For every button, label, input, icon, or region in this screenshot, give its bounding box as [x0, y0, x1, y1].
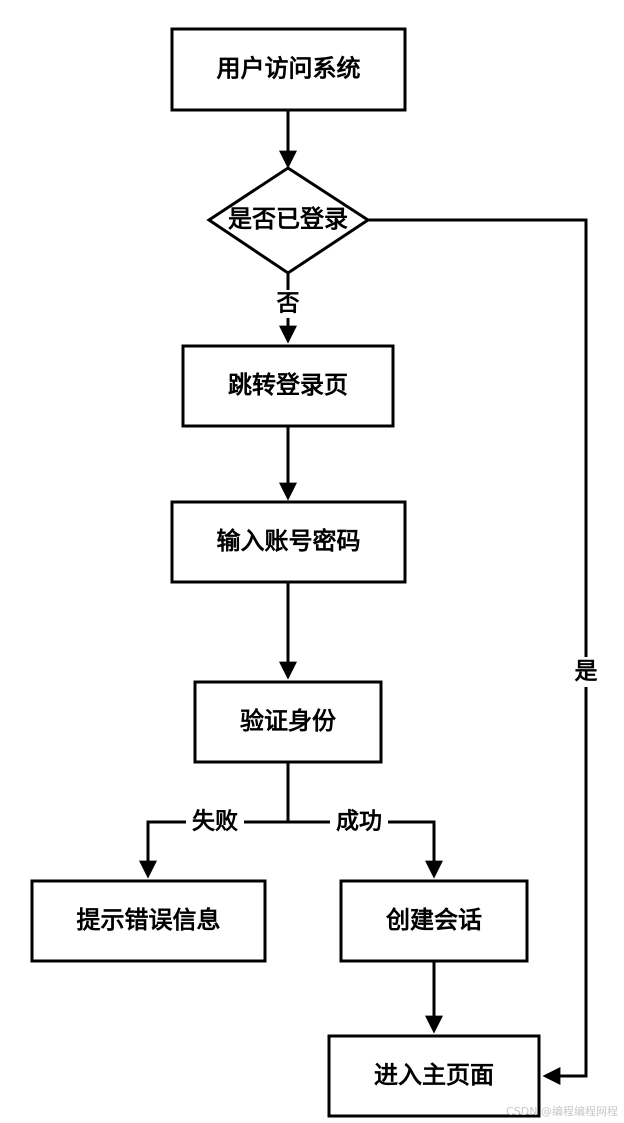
edge-label-failure: 失败 — [192, 809, 238, 835]
edge-label-failure-bg — [186, 808, 244, 836]
node-user-access-box — [170, 27, 407, 112]
edge-label-no-bg — [272, 290, 304, 318]
node-verify-identity-label: 验证身份 — [240, 707, 337, 735]
node-is-logged-in-diamond — [206, 166, 371, 275]
watermark: CSDN @编程编程网程 — [506, 1105, 618, 1118]
node-enter-credentials-box — [170, 500, 407, 584]
edge-label-success: 成功 — [336, 809, 382, 835]
edge-label-success-bg — [330, 808, 388, 836]
node-enter-credentials-label: 输入账号密码 — [217, 527, 361, 555]
edge-label-yes-bg — [570, 657, 602, 687]
node-enter-home-box — [327, 1034, 541, 1118]
node-is-logged-in-label: 是否已登录 — [228, 205, 348, 233]
node-redirect-login-box — [181, 344, 395, 428]
node-create-session-label: 创建会话 — [385, 906, 482, 934]
edge-label-yes: 是 — [575, 659, 598, 685]
node-create-session-box — [339, 879, 529, 963]
node-show-error-label: 提示错误信息 — [77, 906, 221, 934]
edge-check-to-home — [368, 218, 588, 1085]
node-redirect-login-label: 跳转登录页 — [228, 371, 348, 399]
edge-label-no: 否 — [276, 291, 300, 317]
node-user-access-label: 用户访问系统 — [217, 55, 361, 83]
node-verify-identity-box — [193, 680, 383, 764]
node-show-error-box — [30, 879, 267, 963]
node-enter-home-label: 进入主页面 — [374, 1061, 494, 1089]
